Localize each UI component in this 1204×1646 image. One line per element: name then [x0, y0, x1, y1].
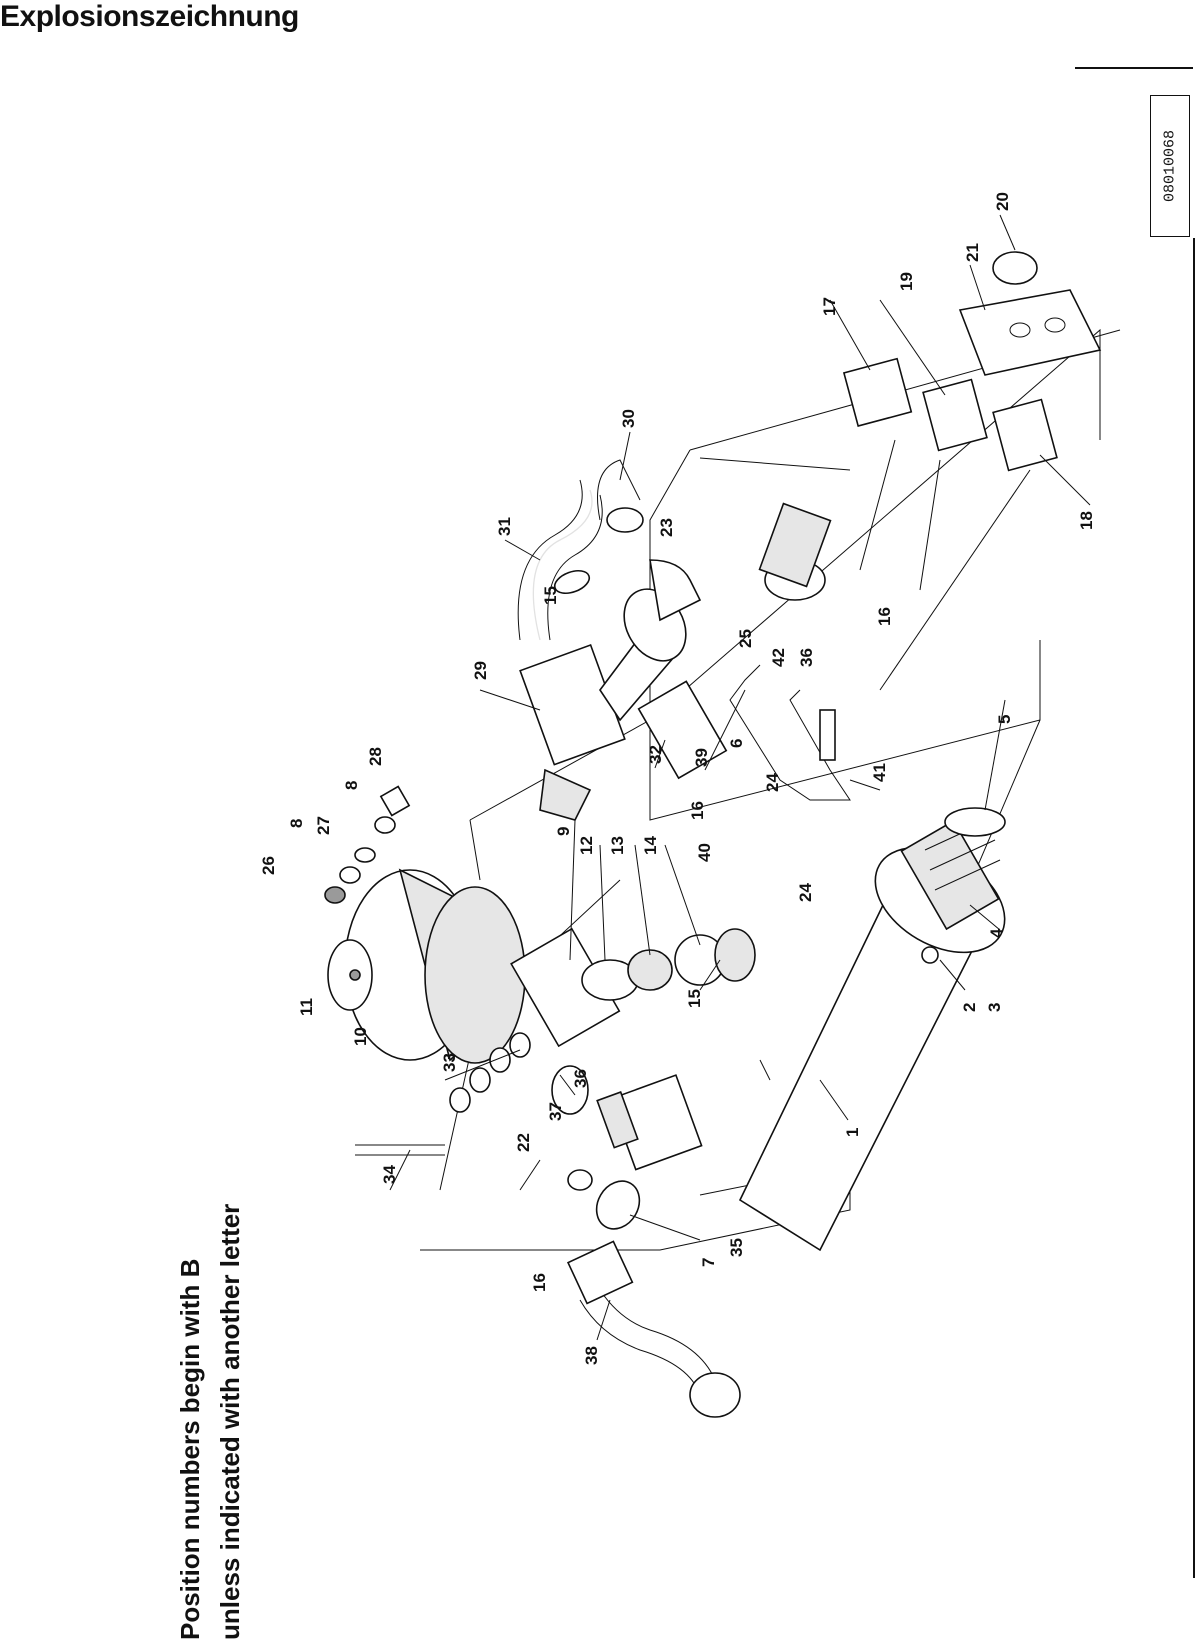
callout-label: 12 [577, 836, 596, 855]
callout-label: 16 [530, 1273, 549, 1292]
callout-label: 18 [1077, 511, 1096, 530]
callout-label: 13 [608, 836, 627, 855]
callout-label: 20 [993, 192, 1012, 211]
callout-label: 41 [870, 763, 889, 782]
solenoid-valve [758, 502, 832, 601]
pipe [729, 664, 851, 801]
callout-label: 8 [342, 781, 361, 790]
cylinder-filter [327, 868, 526, 1064]
callout-label: 39 [692, 748, 711, 767]
top-right-rule [1075, 67, 1193, 69]
page-title: Explosionszeichnung [0, 0, 299, 33]
callout-label: 17 [820, 297, 839, 316]
callout-label: 31 [495, 517, 514, 536]
callout-label: 40 [695, 843, 714, 862]
callout-label: 15 [541, 586, 560, 605]
tube [819, 709, 836, 761]
callout-label: 10 [351, 1027, 370, 1046]
callout-label: 42 [769, 648, 788, 667]
document-number-box: 08010068 [1150, 95, 1190, 237]
callout-label: 37 [546, 1102, 565, 1121]
control-panel [958, 251, 1102, 376]
callout-label: 6 [727, 739, 746, 748]
bracket [510, 927, 756, 1048]
callout-label: 2 [960, 1003, 979, 1012]
callout-label: 26 [259, 856, 278, 875]
callout-label: 28 [366, 747, 385, 766]
callout-label: 38 [582, 1346, 601, 1365]
callout-label: 25 [736, 629, 755, 648]
callout-label: 7 [699, 1258, 718, 1267]
callout-label: 19 [897, 272, 916, 291]
boiler-tank [738, 846, 1006, 1252]
right-edge-rule [1193, 238, 1195, 1578]
pump-motor [519, 559, 702, 821]
callout-label: 16 [875, 607, 894, 626]
callout-label: 32 [646, 745, 665, 764]
callout-label: 11 [297, 998, 316, 1016]
callout-label: 8 [287, 819, 306, 828]
heating-element [900, 807, 1006, 931]
callout-label: 35 [727, 1238, 746, 1257]
callout-label: 24 [796, 883, 815, 902]
leader-lines [389, 214, 1091, 1341]
callout-label: 21 [963, 243, 982, 262]
hoses [517, 459, 644, 641]
callout-label: 36 [797, 648, 816, 667]
callout-label: 30 [619, 409, 638, 428]
valve-block [596, 1074, 703, 1171]
water-hose [566, 1240, 741, 1418]
callout-label: 15 [685, 989, 704, 1008]
callout-labels: 1 2 3 4 5 6 7 8 8 9 10 11 12 13 14 15 15… [259, 192, 1096, 1365]
callout-label: 34 [380, 1165, 399, 1184]
callout-label: 4 [987, 928, 1006, 938]
callout-label: 1 [843, 1128, 862, 1137]
small-fittings [324, 785, 411, 904]
callout-label: 36 [571, 1069, 590, 1088]
callout-label: 14 [641, 836, 660, 855]
mount-plate [637, 680, 728, 780]
callout-label: 23 [657, 518, 676, 537]
callout-label: 5 [995, 715, 1014, 724]
callout-label: 33 [440, 1053, 459, 1072]
fittings [355, 1032, 641, 1230]
callout-label: 27 [314, 816, 333, 835]
callout-label: 29 [471, 661, 490, 680]
callout-label: 22 [514, 1133, 533, 1152]
callout-label: 24 [763, 773, 782, 792]
callout-label: 16 [688, 801, 707, 820]
switches [842, 357, 1058, 691]
callout-label: 9 [554, 827, 573, 836]
callout-label: 3 [985, 1003, 1004, 1012]
